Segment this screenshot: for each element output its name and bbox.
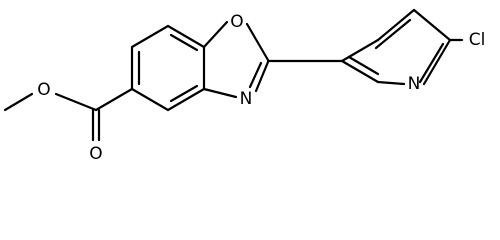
atom-label-n-ring: N [240, 89, 253, 109]
atom-label-o-carbonyl: O [89, 144, 102, 164]
bond-pyc6-npy [422, 38, 452, 86]
bond-pyc2-pyc3-inner [347, 55, 380, 76]
bond-pyc3-pyc4 [340, 38, 380, 63]
bond-pyc6-npy-inner [418, 42, 445, 84]
bond-c7a-c7-inner [169, 33, 199, 52]
bond-c4-c3a [166, 87, 206, 112]
atom-label-o-ester: O [37, 80, 50, 100]
atom-label-chlorine: Cl [469, 30, 486, 50]
molecule-structure: O N N Cl O O [3, 8, 485, 164]
bond-o1-c2 [245, 22, 270, 62]
bond-pyc4-pyc5-inner [374, 18, 412, 50]
atom-label-o-ring: O [230, 12, 243, 32]
bond-n3-c2 [254, 60, 270, 93]
bond-c5-c4 [130, 87, 170, 112]
bond-npy-pyc2 [376, 80, 406, 86]
bonds [3, 8, 464, 142]
bond-pyc4-pyc5 [376, 8, 416, 42]
bond-c7-c6 [130, 24, 170, 49]
atom-labels: O N N Cl O O [37, 12, 485, 164]
bond-methyl-oester [3, 92, 34, 112]
bond-oester-carbonylc [54, 92, 98, 112]
bond-c7a-o1 [202, 20, 229, 49]
bond-pyc2-pyc3 [340, 59, 380, 84]
bond-c4-c3a-inner [169, 84, 199, 103]
bond-carbonylc-c5 [94, 87, 134, 112]
bond-pyc5-pyc6 [412, 8, 452, 42]
bond-c7a-c7 [166, 24, 206, 49]
bond-c3a-n3 [202, 87, 238, 99]
bond-n3-c2-inner [248, 61, 263, 89]
atom-label-n-pyridine: N [408, 74, 421, 94]
